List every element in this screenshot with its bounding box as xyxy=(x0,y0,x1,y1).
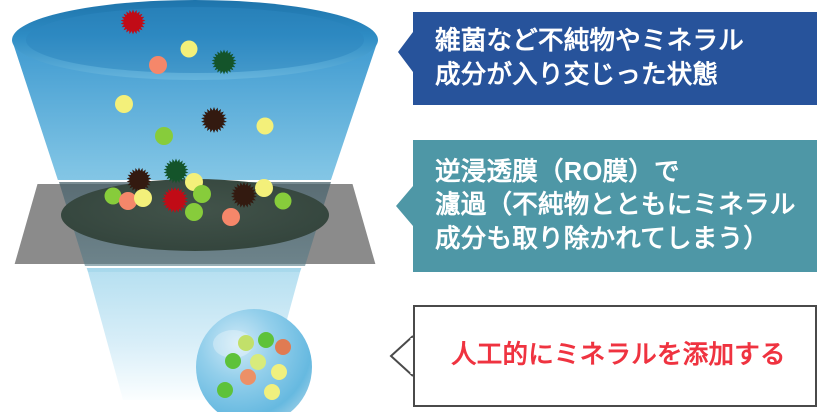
mineral-particle xyxy=(258,332,274,348)
mineral-particle xyxy=(275,339,291,355)
callout-add-minerals: 人工的にミネラルを添加する xyxy=(413,305,817,407)
mineral-particle xyxy=(149,56,167,74)
callout-add-minerals-text: 人工的にミネラルを添加する xyxy=(451,341,786,370)
callout-ro-membrane-text: 逆浸透膜（RO膜）で 濾過（不純物とともにミネラル 成分も取り除かれてしまう） xyxy=(435,157,796,253)
mineral-particle xyxy=(155,127,173,145)
mineral-particle xyxy=(274,192,292,210)
mineral-particle xyxy=(134,189,152,207)
callout-impurities-text: 雑菌など不純物やミネラル 成分が入り交じった状態 xyxy=(435,26,745,89)
mineral-particle xyxy=(225,353,241,369)
germ-particle xyxy=(120,9,146,35)
mineral-particle xyxy=(222,208,240,226)
mineral-particle xyxy=(193,185,211,203)
callout-notch-1-icon xyxy=(398,32,413,72)
mineral-particle xyxy=(271,364,287,380)
germ-particle xyxy=(126,167,152,193)
mineral-particle xyxy=(119,192,137,210)
callout-notch-2-icon xyxy=(396,186,413,226)
mineral-particle xyxy=(264,384,280,400)
mineral-particles-droplet xyxy=(217,332,291,400)
germ-particle xyxy=(162,187,188,213)
callout-notch-3-icon xyxy=(389,335,414,377)
mineral-particle xyxy=(238,335,254,351)
mineral-particle xyxy=(256,117,274,135)
germ-particle xyxy=(201,107,227,133)
callout-ro-membrane: 逆浸透膜（RO膜）で 濾過（不純物とともにミネラル 成分も取り除かれてしまう） xyxy=(413,140,817,272)
mineral-particle xyxy=(185,203,203,221)
contaminant-particles-upper xyxy=(104,9,292,226)
mineral-particle xyxy=(240,369,256,385)
mineral-particle xyxy=(217,382,233,398)
mineral-particle xyxy=(250,354,266,370)
mineral-particle xyxy=(115,95,133,113)
callout-impurities: 雑菌など不純物やミネラル 成分が入り交じった状態 xyxy=(413,12,817,105)
germ-particle xyxy=(211,49,237,75)
mineral-particle xyxy=(104,187,122,205)
mineral-particle xyxy=(255,179,273,197)
mineral-particle xyxy=(180,40,198,58)
germ-particle xyxy=(163,158,189,184)
germ-particle xyxy=(231,182,257,208)
